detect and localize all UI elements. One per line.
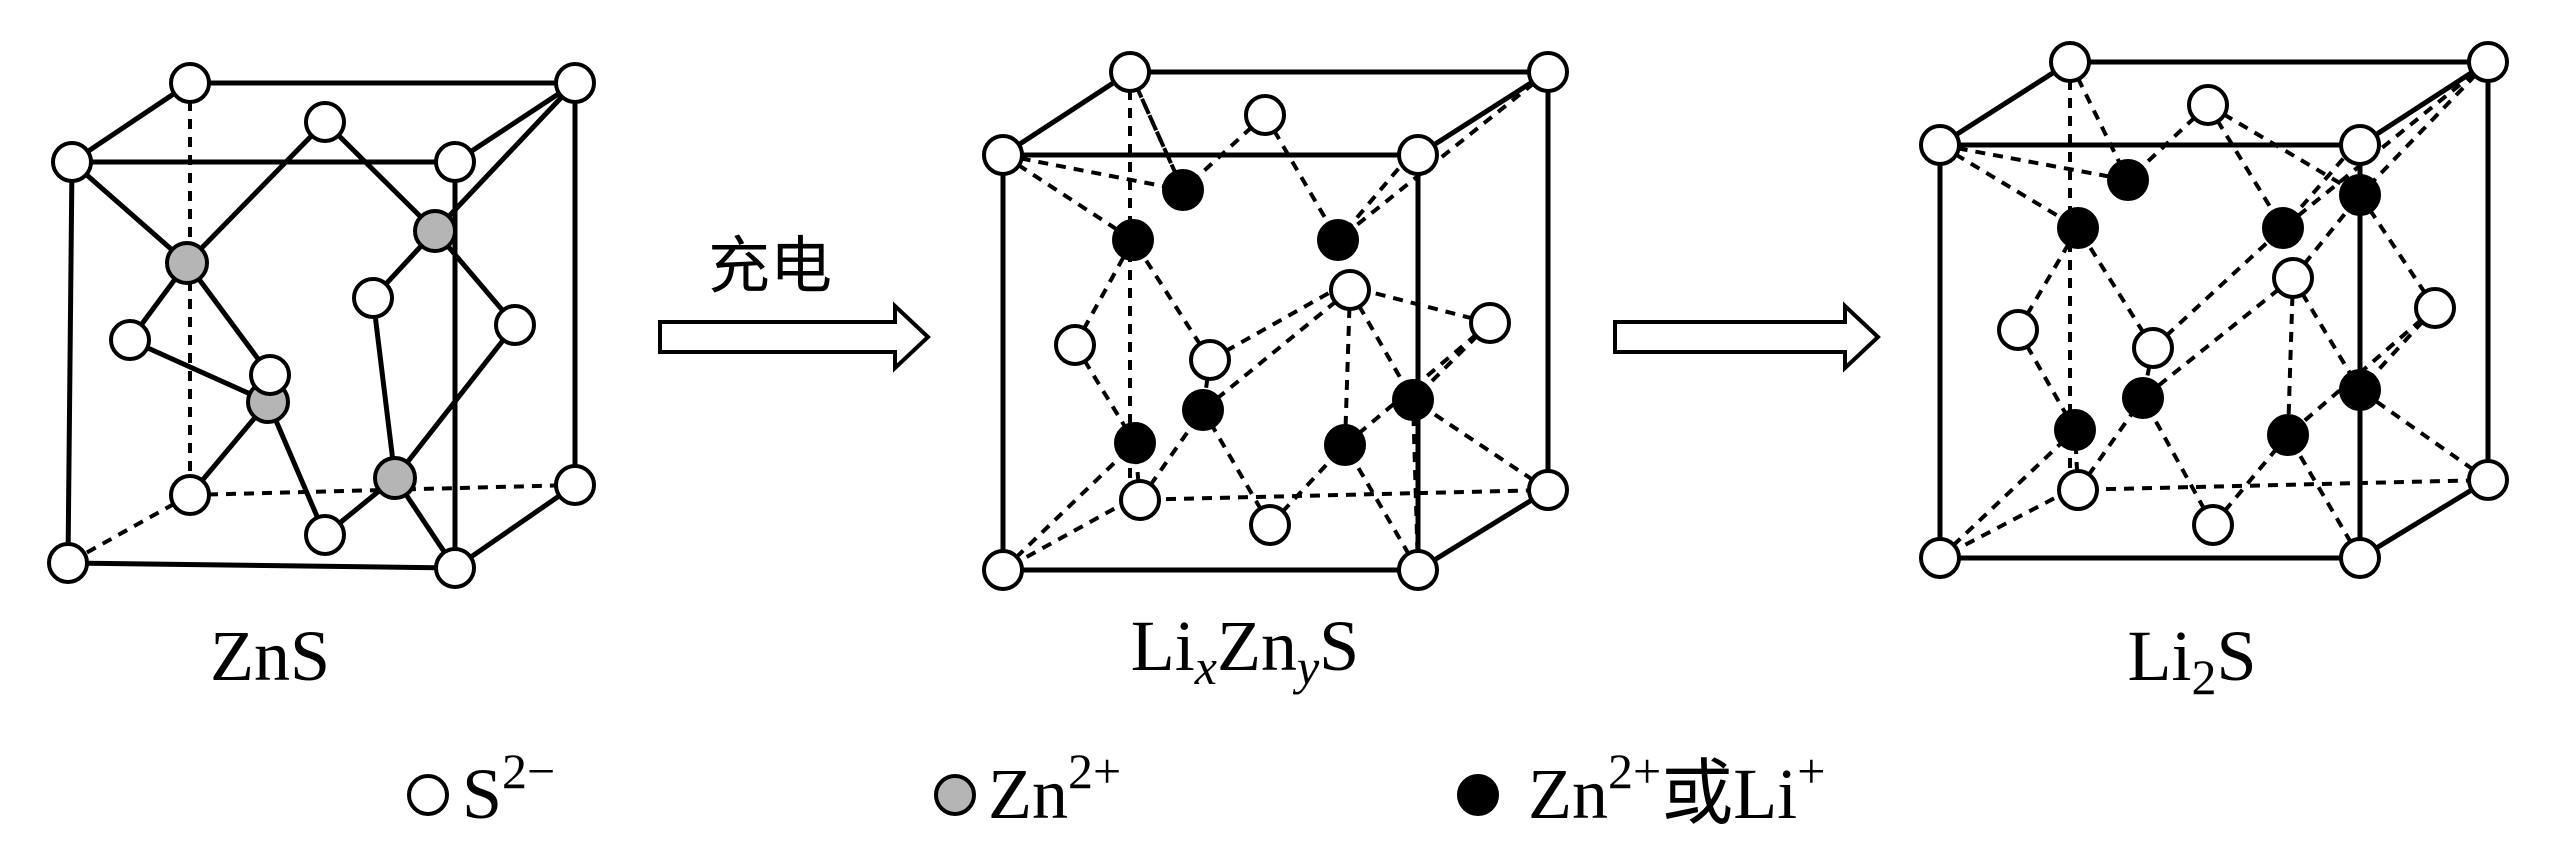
transition-arrow (1613, 301, 1881, 373)
formula-zns: ZnS (210, 616, 330, 696)
formula-part: S (2216, 616, 2256, 696)
sulfide-ion (2339, 537, 2381, 579)
sulfide-ion (1397, 549, 1439, 591)
sulfide-ion (352, 277, 394, 319)
sulfide-ion (2272, 257, 2314, 299)
sulfide-ion (982, 549, 1024, 591)
sulfide-ion (47, 542, 89, 584)
sulfide-ion (1919, 124, 1961, 166)
zinc-ion (165, 241, 209, 285)
zinc-ion (373, 456, 417, 500)
legend-text: 或Li (1661, 754, 1797, 834)
zinc-or-lithium-ion (2057, 207, 2099, 249)
sulfide-ion (2057, 469, 2099, 511)
formula-part: Li (2127, 616, 2191, 696)
legend-item-zinc-or-lithium: Zn2+或Li+ (1457, 743, 1825, 834)
black-circle-icon (1457, 774, 1499, 816)
gray-circle-icon (934, 774, 976, 816)
sulfide-ion (51, 141, 93, 183)
zinc-or-lithium-ion (2054, 409, 2096, 451)
formula-part: Zn (1217, 606, 1297, 686)
formula-li2s: Li2S (2127, 616, 2256, 705)
legend-superscript: + (1797, 743, 1825, 799)
sulfide-ion (169, 474, 211, 516)
arrow-label: 充电 (708, 229, 832, 302)
sulfide-ion (304, 101, 346, 143)
sulfide-ion (2192, 504, 2234, 546)
sulfide-ion (982, 134, 1024, 176)
arrow-right-icon (658, 301, 931, 373)
formula-subscript: y (1292, 639, 1320, 695)
sulfide-ion (1919, 537, 1961, 579)
sulfide-ion (169, 62, 211, 104)
formula-lixznys: LixZnyS (1131, 606, 1359, 695)
sulfide-ion (304, 514, 346, 556)
sulfide-ion (1189, 339, 1231, 381)
zinc-or-lithium-ion (2339, 174, 2381, 216)
zinc-or-lithium-ion (1162, 169, 1204, 211)
sulfide-ion (2467, 41, 2509, 83)
zinc-or-lithium-ion (1392, 379, 1434, 421)
legend-item-zinc: Zn2+ (934, 743, 1121, 834)
zinc-or-lithium-ion (2267, 414, 2309, 456)
legend-label: S2− (462, 743, 555, 834)
legend: S2− Zn2+ Zn2+或Li+ (407, 743, 1825, 834)
sulfide-ion (1997, 309, 2039, 351)
sulfide-ion (2132, 327, 2174, 369)
sulfide-ion (1244, 94, 1286, 136)
li2s-unit-cell (1919, 41, 2509, 579)
lixznys-unit-cell (982, 51, 1569, 591)
zinc-or-lithium-ion (2107, 159, 2149, 201)
legend-item-sulfide: S2− (407, 743, 555, 834)
legend-label: Zn2+ (988, 743, 1121, 834)
sulfide-ion (434, 547, 476, 589)
sulfide-ion (1527, 51, 1569, 93)
zinc-or-lithium-ion (2339, 369, 2381, 411)
legend-superscript: 2+ (1068, 743, 1121, 799)
arrow-right-icon (1613, 301, 1881, 373)
sulfide-ion (494, 304, 536, 346)
zinc-or-lithium-ion (2122, 377, 2164, 419)
sulfide-ion (1054, 324, 1096, 366)
sulfide-ion (1469, 302, 1511, 344)
formula-subscript: 2 (2191, 649, 2216, 705)
sulfide-ion (1109, 51, 1151, 93)
sulfide-ion (2187, 84, 2229, 126)
zns-unit-cell (47, 62, 596, 589)
sulfide-ion (249, 354, 291, 396)
zinc-or-lithium-ion (1317, 219, 1359, 261)
zinc-or-lithium-ion (1182, 389, 1224, 431)
legend-label: Zn2+或Li+ (1528, 743, 1825, 834)
sulfide-ion (1329, 269, 1371, 311)
sulfide-ion (1397, 134, 1439, 176)
zinc-ion (413, 209, 457, 253)
legend-superscript: 2+ (1608, 743, 1661, 799)
zinc-or-lithium-ion (1324, 424, 1366, 466)
formula-part: S (1319, 606, 1359, 686)
sulfide-ion (2467, 459, 2509, 501)
zinc-or-lithium-ion (1114, 422, 1156, 464)
legend-text: S (462, 754, 502, 834)
legend-superscript: 2− (502, 743, 555, 799)
sulfide-ion (2339, 124, 2381, 166)
legend-text: Zn (1528, 754, 1608, 834)
sulfide-ion (109, 319, 151, 361)
open-circle-icon (407, 774, 449, 816)
formula-subscript: x (1194, 639, 1217, 695)
legend-text: Zn (988, 754, 1068, 834)
sulfide-ion (554, 464, 596, 506)
sulfide-ion (554, 62, 596, 104)
zinc-or-lithium-ion (1112, 219, 1154, 261)
sulfide-ion (1119, 479, 1161, 521)
sulfide-ion (434, 141, 476, 183)
zinc-or-lithium-ion (2262, 207, 2304, 249)
formula-part: Li (1131, 606, 1195, 686)
sulfide-ion (1249, 504, 1291, 546)
sulfide-ion (2414, 287, 2456, 329)
sulfide-ion (1527, 469, 1569, 511)
sulfide-ion (2049, 41, 2091, 83)
formula-part: ZnS (210, 616, 330, 696)
charge-arrow: 充电 (658, 229, 931, 373)
